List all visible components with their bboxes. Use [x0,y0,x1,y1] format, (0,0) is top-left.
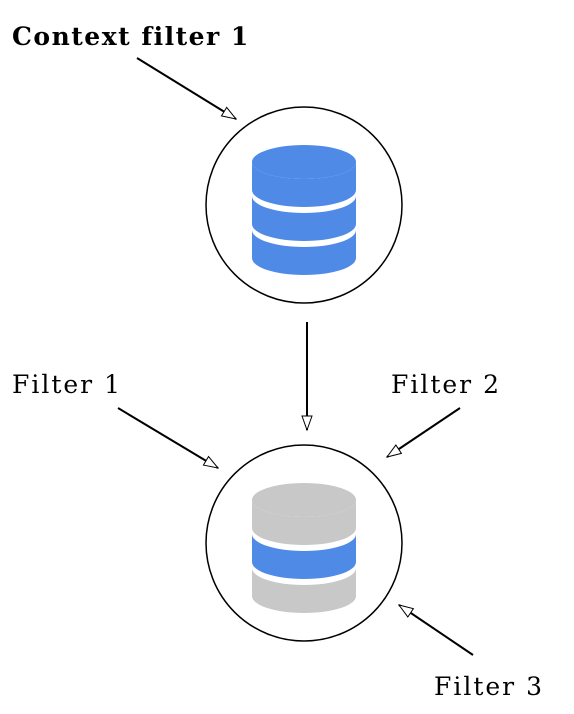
context-filter-label: Context filter 1 [12,22,250,51]
database-lid [252,483,356,517]
filter-2-label: Filter 2 [391,370,501,399]
database-layer [252,568,356,613]
filter-3-label: Filter 3 [434,672,544,701]
database-layer [252,196,356,241]
database-layer [252,500,356,545]
database-layer [252,534,356,579]
database-icon [252,145,356,275]
filter-1-label: Filter 1 [12,370,122,399]
arrow-filter1-to-bottom [117,407,218,469]
database-icon [252,483,356,613]
database-layer [252,162,356,207]
node-top [205,106,403,304]
database-layer [252,230,356,275]
node-bottom [205,444,403,642]
arrow-filter2-to-bottom [387,407,461,458]
arrow-context-to-top [136,57,236,120]
arrow-filter3-to-bottom [399,605,474,656]
database-lid [252,145,356,179]
